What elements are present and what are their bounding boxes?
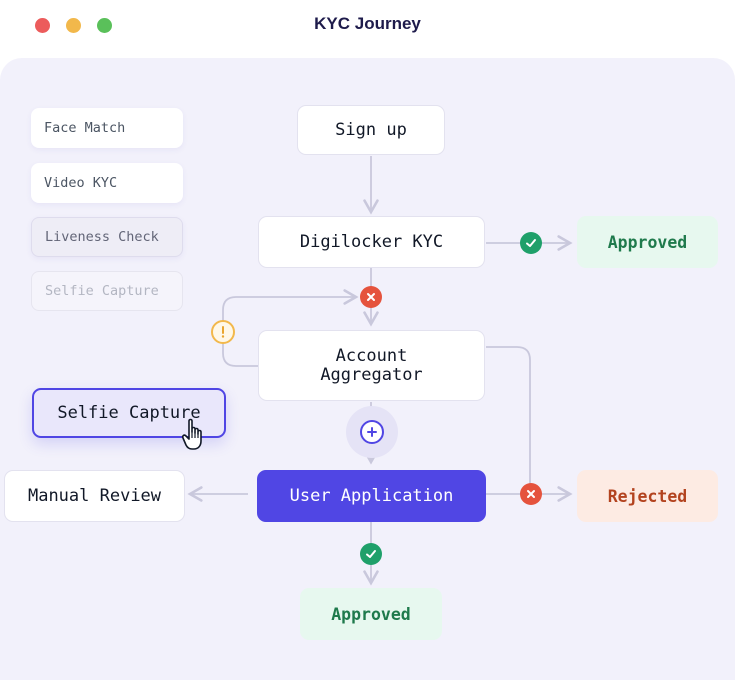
check-circle-icon	[520, 232, 542, 254]
close-window-button[interactable]	[35, 18, 50, 33]
node-account-aggregator[interactable]: Account Aggregator	[258, 330, 485, 401]
hand-pointer-icon	[181, 418, 202, 450]
result-approved-application: Approved	[300, 588, 442, 640]
window-titlebar: KYC Journey	[0, 0, 735, 58]
window-title: KYC Journey	[314, 14, 421, 33]
plus-circle-icon[interactable]	[360, 420, 384, 444]
x-circle-icon	[520, 483, 542, 505]
node-user-application[interactable]: User Application	[257, 470, 486, 522]
maximize-window-button[interactable]	[97, 18, 112, 33]
minimize-window-button[interactable]	[66, 18, 81, 33]
option-liveness-check[interactable]: Liveness Check	[31, 217, 183, 257]
exclamation-circle-icon	[211, 320, 235, 344]
connector-aggregator-rejected	[486, 346, 531, 494]
option-selfie-capture[interactable]: Selfie Capture	[31, 271, 183, 311]
node-digilocker-kyc[interactable]: Digilocker KYC	[258, 216, 485, 268]
node-manual-review[interactable]: Manual Review	[4, 470, 185, 522]
x-circle-icon	[360, 286, 382, 308]
check-circle-icon	[360, 543, 382, 565]
result-rejected: Rejected	[577, 470, 718, 522]
option-face-match[interactable]: Face Match	[31, 108, 183, 148]
result-approved-digilocker: Approved	[577, 216, 718, 268]
node-sign-up[interactable]: Sign up	[297, 105, 445, 155]
option-video-kyc[interactable]: Video KYC	[31, 163, 183, 203]
